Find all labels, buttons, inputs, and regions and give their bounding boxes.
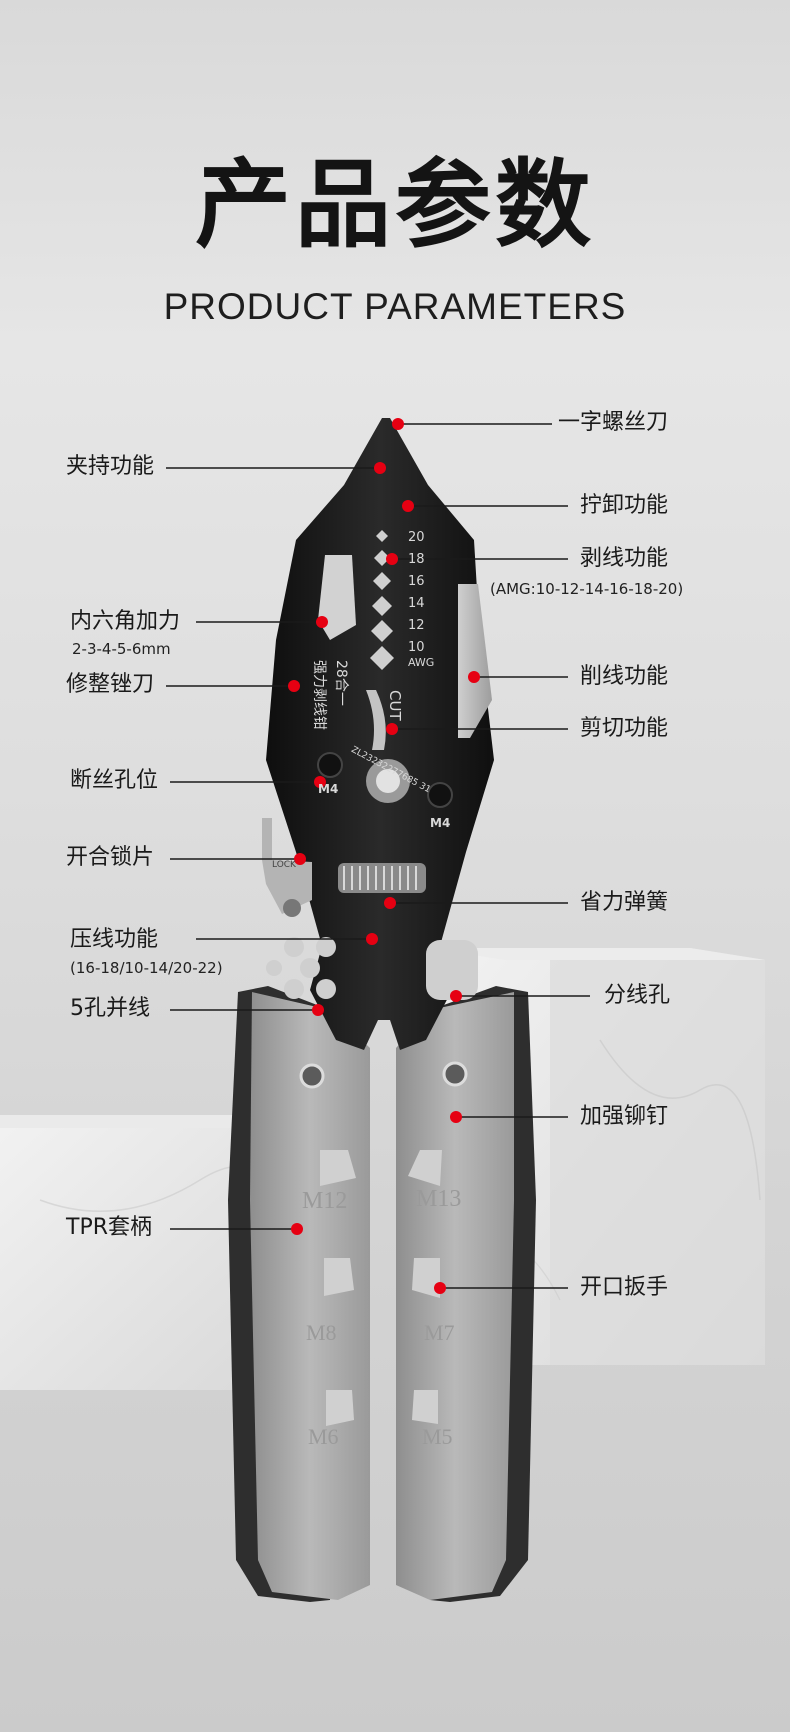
- cutter-slot: [366, 690, 386, 750]
- callout-clamping: 夹持功能: [66, 454, 155, 479]
- callout-hex-force-sub: 2-3-4-5-6mm: [72, 640, 171, 658]
- page-title-cn: 产品参数: [195, 149, 595, 261]
- model-name: 强力剥线钳: [311, 660, 327, 730]
- callout-lock-plate: 开合锁片: [66, 845, 155, 870]
- leader-lines: [166, 423, 590, 1289]
- callout-stripping: 剥线功能: [580, 546, 669, 571]
- callout-file: 修整锉刀: [66, 672, 155, 697]
- lock-plate: [262, 818, 312, 914]
- wire-stripper-tool: [228, 418, 536, 1602]
- callout-bolt-hole: 断丝孔位: [70, 768, 159, 793]
- callout-hex-force: 内六角加力: [70, 609, 181, 634]
- awg-20: 20: [408, 530, 425, 545]
- cube-right-side: [550, 960, 765, 1365]
- callout-5-hole: 5孔并线: [70, 996, 150, 1021]
- wrench-m12: M12: [302, 1188, 348, 1214]
- callout-stripping-sub: (AMG:10-12-14-16-18-20): [490, 580, 684, 598]
- cube-right-top: [430, 948, 765, 960]
- cube-left-front: [0, 1115, 300, 1390]
- m4-hole-right: [427, 782, 453, 808]
- hex-window: [318, 555, 356, 640]
- split-hole: [426, 940, 478, 1000]
- rivet-right: [442, 1061, 468, 1087]
- awg-16: 16: [408, 574, 425, 589]
- wrench-m13: M13: [416, 1186, 462, 1212]
- lock-screw: [283, 899, 301, 917]
- wrench-m6: M6: [308, 1424, 339, 1449]
- callout-tpr-handle: TPR套柄: [66, 1215, 152, 1240]
- callout-screwdriver: 一字螺丝刀: [558, 410, 669, 435]
- cutting-blade: [458, 584, 492, 738]
- cut-mark: CUT: [386, 690, 404, 721]
- wrench-m5: M5: [422, 1424, 453, 1449]
- awg-10: 10: [408, 640, 425, 655]
- model-number: 28合一: [333, 660, 349, 706]
- wrench-m8: M8: [306, 1320, 337, 1345]
- callout-split-hole: 分线孔: [604, 983, 671, 1008]
- callout-spring: 省力弹簧: [580, 890, 669, 915]
- m4-label-left: M4: [318, 782, 339, 796]
- callout-crimping-sub: (16-18/10-14/20-22): [70, 959, 223, 977]
- callout-dots: [288, 418, 480, 1294]
- right-handle-face: [396, 992, 514, 1600]
- strip-holes: [370, 530, 394, 670]
- callout-crimping: 压线功能: [70, 927, 159, 952]
- left-handle-face: [250, 992, 370, 1600]
- wrench-m7: M7: [424, 1320, 455, 1345]
- callout-shaving: 削线功能: [580, 664, 669, 689]
- crimp-holes: [266, 937, 336, 999]
- awg-14: 14: [408, 596, 425, 611]
- awg-18: 18: [408, 552, 425, 567]
- callout-unscrew: 拧卸功能: [580, 493, 669, 518]
- rivet-left: [299, 1063, 325, 1089]
- wrench-cutouts: [320, 1150, 442, 1426]
- lock-label: LOCK: [272, 860, 296, 870]
- callout-open-wrench: 开口扳手: [580, 1275, 669, 1300]
- page-title-en: PRODUCT PARAMETERS: [163, 286, 627, 327]
- callout-cutting: 剪切功能: [580, 716, 669, 741]
- awg-12: 12: [408, 618, 425, 633]
- callout-rivet: 加强铆钉: [580, 1104, 669, 1129]
- m4-hole-left: [317, 752, 343, 778]
- awg-unit: AWG: [408, 656, 435, 669]
- m4-label-right: M4: [430, 816, 451, 830]
